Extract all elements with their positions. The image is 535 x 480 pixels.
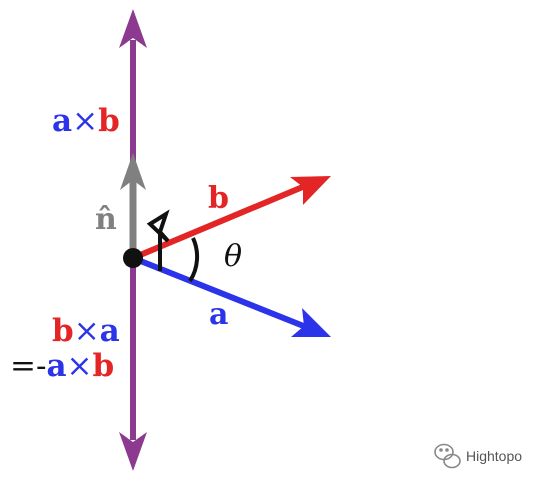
- rotation-flag-icon: [146, 209, 170, 271]
- wechat-icon: [434, 443, 461, 469]
- label-bxa-b: b: [52, 313, 74, 349]
- axis-arrowhead-down: [119, 432, 147, 471]
- label-neg-a: a: [46, 348, 66, 384]
- origin-point: [123, 248, 143, 268]
- angle-arc: [188, 237, 200, 283]
- label-neg-a-cross-b: =-a×b: [10, 348, 114, 384]
- label-axb-op: ×: [72, 103, 98, 139]
- label-axb-b: b: [98, 103, 120, 139]
- axis-arrowhead-up: [119, 9, 147, 48]
- label-axb-a: a: [52, 103, 72, 139]
- watermark-text: Hightopo: [466, 448, 522, 464]
- label-a-cross-b: a×b: [52, 103, 120, 139]
- label-neg-prefix: =-: [10, 348, 46, 384]
- label-bxa-a: a: [100, 313, 120, 349]
- label-neg-b: b: [93, 348, 115, 384]
- label-vector-b: b: [208, 181, 229, 216]
- label-b-cross-a: b×a: [52, 313, 120, 349]
- vector-a-arrowhead: [291, 308, 331, 337]
- normal-arrowhead: [120, 153, 146, 190]
- vector-b-arrowhead: [290, 176, 331, 205]
- label-neg-op: ×: [67, 348, 93, 384]
- label-theta: θ: [224, 239, 242, 274]
- watermark: Hightopo: [434, 443, 522, 469]
- label-n-hat: n̂: [95, 202, 117, 237]
- label-vector-a: a: [209, 297, 228, 332]
- label-bxa-op: ×: [74, 313, 100, 349]
- unit-normal-vector: [120, 153, 146, 258]
